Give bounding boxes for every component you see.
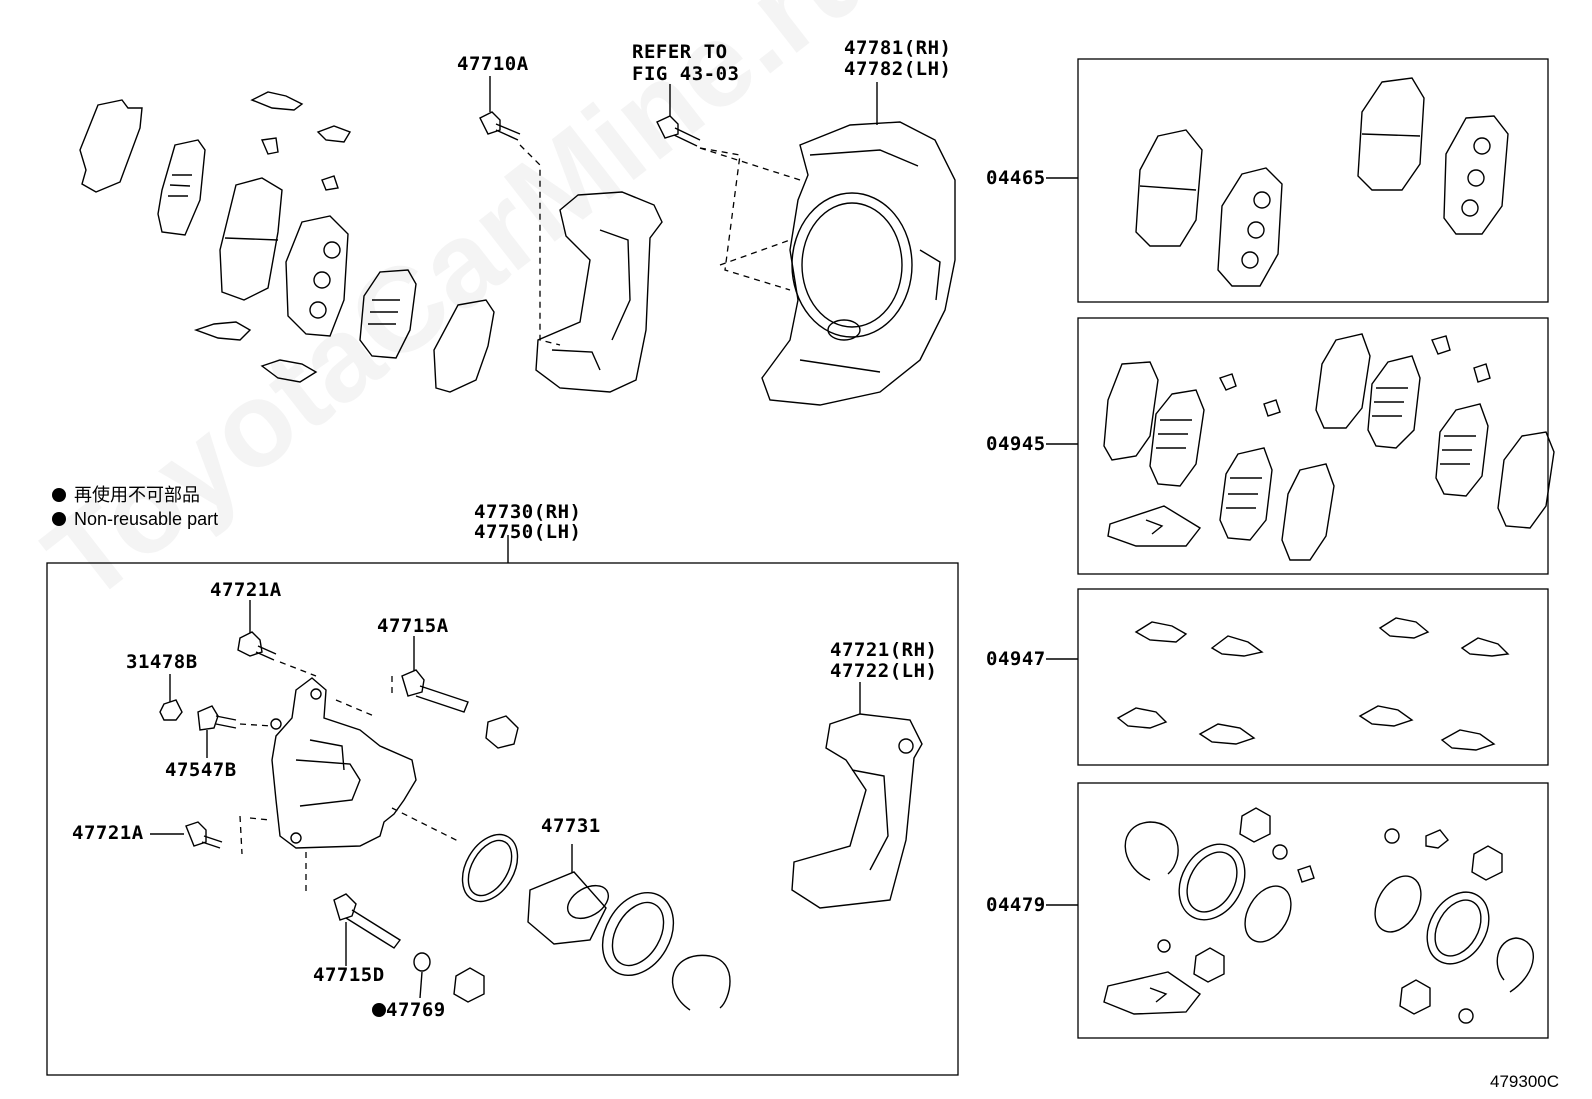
label-47769: 47769 bbox=[372, 1000, 446, 1021]
label-47721A-top: 47721A bbox=[210, 579, 282, 601]
label-refer-line2: FIG 43-03 bbox=[632, 63, 740, 85]
label-47721-rh: 47721(RH) bbox=[830, 639, 938, 661]
non-reusable-dot-icon bbox=[372, 1003, 386, 1017]
label-47710A: 47710A bbox=[457, 53, 529, 75]
caliper-mount-bracket bbox=[791, 682, 923, 909]
label-kit-04465: 04465 bbox=[986, 167, 1046, 189]
legend-japanese: 再使用不可部品 bbox=[52, 483, 200, 507]
label-refer-line1: REFER TO bbox=[632, 41, 728, 63]
label-kit-04947: 04947 bbox=[986, 648, 1046, 670]
kit-04479-seals bbox=[1103, 807, 1534, 1024]
caliper-assembly-box bbox=[46, 562, 959, 1076]
kit-box-04479 bbox=[1077, 782, 1549, 1039]
label-31478B: 31478B bbox=[126, 651, 198, 673]
kit-04947-clips bbox=[1116, 617, 1510, 751]
label-47730-rh: 47730(RH) bbox=[474, 501, 582, 523]
kit-04465-pads bbox=[1135, 77, 1509, 287]
diagram-code: 479300C bbox=[1490, 1072, 1560, 1091]
mount-bolts-and-bracket bbox=[479, 111, 801, 393]
non-reusable-dot-icon bbox=[52, 488, 66, 502]
label-kit-04479: 04479 bbox=[986, 894, 1046, 916]
label-47781-rh: 47781(RH) bbox=[844, 37, 952, 59]
kit-box-04945 bbox=[1077, 317, 1549, 575]
label-47715A: 47715A bbox=[377, 615, 449, 637]
caliper-parts bbox=[150, 600, 731, 1011]
pad-shim-group-top-left bbox=[79, 91, 495, 393]
label-47731: 47731 bbox=[541, 815, 601, 837]
label-47722-lh: 47722(LH) bbox=[830, 660, 938, 682]
kit-04945-shims bbox=[1103, 333, 1555, 561]
legend-english: Non-reusable part bbox=[52, 507, 218, 531]
label-47750-lh: 47750(LH) bbox=[474, 521, 582, 543]
kit-box-04465 bbox=[1077, 58, 1549, 303]
label-47715D: 47715D bbox=[313, 964, 385, 986]
non-reusable-dot-icon bbox=[52, 512, 66, 526]
label-kit-04945: 04945 bbox=[986, 433, 1046, 455]
label-47782-lh: 47782(LH) bbox=[844, 58, 952, 80]
dust-shield bbox=[761, 121, 956, 406]
label-47547B: 47547B bbox=[165, 759, 237, 781]
label-47721A-left: 47721A bbox=[72, 822, 144, 844]
kit-box-04947 bbox=[1077, 588, 1549, 766]
